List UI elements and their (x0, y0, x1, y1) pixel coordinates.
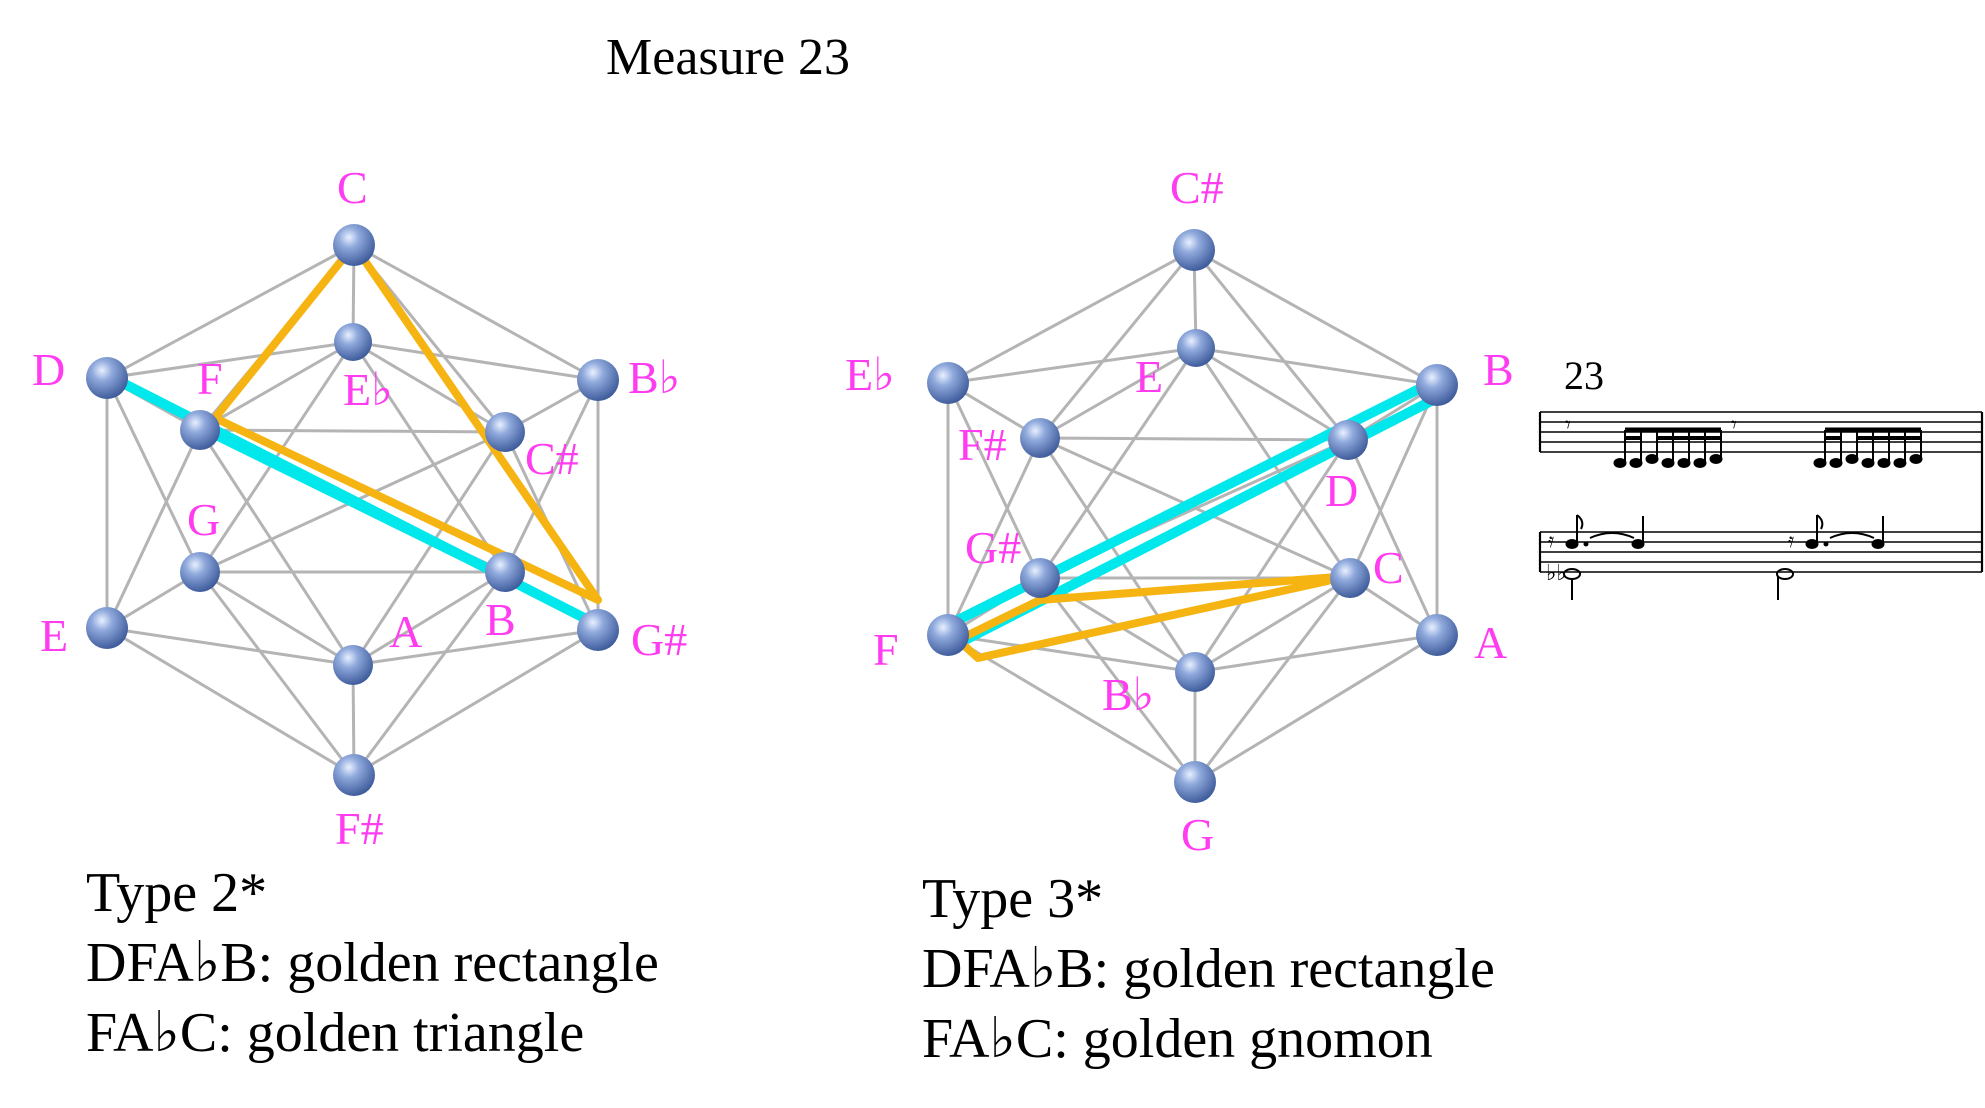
golden-triangle-left (211, 241, 602, 604)
label-bottom: F# (335, 803, 384, 854)
label-lower-left: E (40, 610, 68, 661)
label-inner-lower-right: B (485, 594, 516, 645)
svg-text:𝄾: 𝄾 (1565, 412, 1571, 437)
caption-left-type: Type 2* (86, 862, 268, 924)
label-lower-right: G# (631, 614, 687, 665)
label-lower-right: A (1474, 617, 1507, 668)
nodes-left (86, 224, 619, 796)
caption-right: Type 3* DFA♭B: golden rectangle FA♭C: go… (922, 864, 1495, 1074)
label-bottom: G (1181, 809, 1214, 860)
caption-right-type: Type 3* (922, 868, 1104, 930)
label-inner-bottom: B♭ (1102, 669, 1154, 720)
measure-number: 23 (1564, 353, 1604, 398)
svg-text:𝄿: 𝄿 (1788, 530, 1794, 552)
label-lower-left: F (873, 624, 899, 675)
caption-left-rectangle: DFA♭B: golden rectangle (86, 932, 659, 994)
icosahedron-right: C# E E♭ F# B D G# F B♭ C A G (845, 162, 1514, 860)
svg-text:𝄿: 𝄿 (1548, 530, 1554, 552)
label-inner-upper-right: D (1325, 465, 1358, 516)
label-upper-left: E♭ (845, 349, 895, 400)
label-inner-bottom: A (389, 606, 422, 657)
label-top: C# (1170, 162, 1224, 213)
label-inner-lower-right: C (1373, 542, 1404, 593)
svg-text:♭♭: ♭♭ (1546, 560, 1567, 585)
labels-left: C E♭ D F B♭ C# G E A B G# F# (32, 162, 687, 854)
svg-text:𝄾: 𝄾 (1731, 412, 1737, 437)
caption-right-gnomon: FA♭C: golden gnomon (922, 1008, 1433, 1070)
label-upper-left: D (32, 344, 65, 395)
label-inner-top: E♭ (343, 364, 393, 415)
nodes-right (927, 229, 1458, 803)
label-inner-upper-left: F# (958, 419, 1007, 470)
label-inner-upper-left: F (197, 353, 223, 404)
page-title: Measure 23 (606, 29, 851, 86)
caption-left: Type 2* DFA♭B: golden rectangle FA♭C: go… (86, 858, 659, 1068)
caption-left-triangle: FA♭C: golden triangle (86, 1002, 585, 1064)
label-inner-lower-left: G# (965, 522, 1021, 573)
label-inner-top: E (1135, 351, 1163, 402)
music-score: 𝄾 𝄾 𝄿 (1538, 411, 1984, 600)
lower-voice: 𝄿 ♭♭ 𝄿 (1546, 514, 1885, 600)
caption-right-rectangle: DFA♭B: golden rectangle (922, 938, 1495, 1000)
upper-voice: 𝄾 𝄾 (1565, 412, 1923, 468)
icosahedron-left: C E♭ D F B♭ C# G E A B G# F# (32, 162, 687, 854)
label-upper-right: B♭ (628, 352, 680, 403)
label-top: C (337, 162, 368, 213)
label-inner-upper-right: C# (525, 433, 579, 484)
label-inner-lower-left: G (187, 494, 220, 545)
labels-right: C# E E♭ F# B D G# F B♭ C A G (845, 162, 1514, 860)
label-upper-right: B (1483, 344, 1514, 395)
